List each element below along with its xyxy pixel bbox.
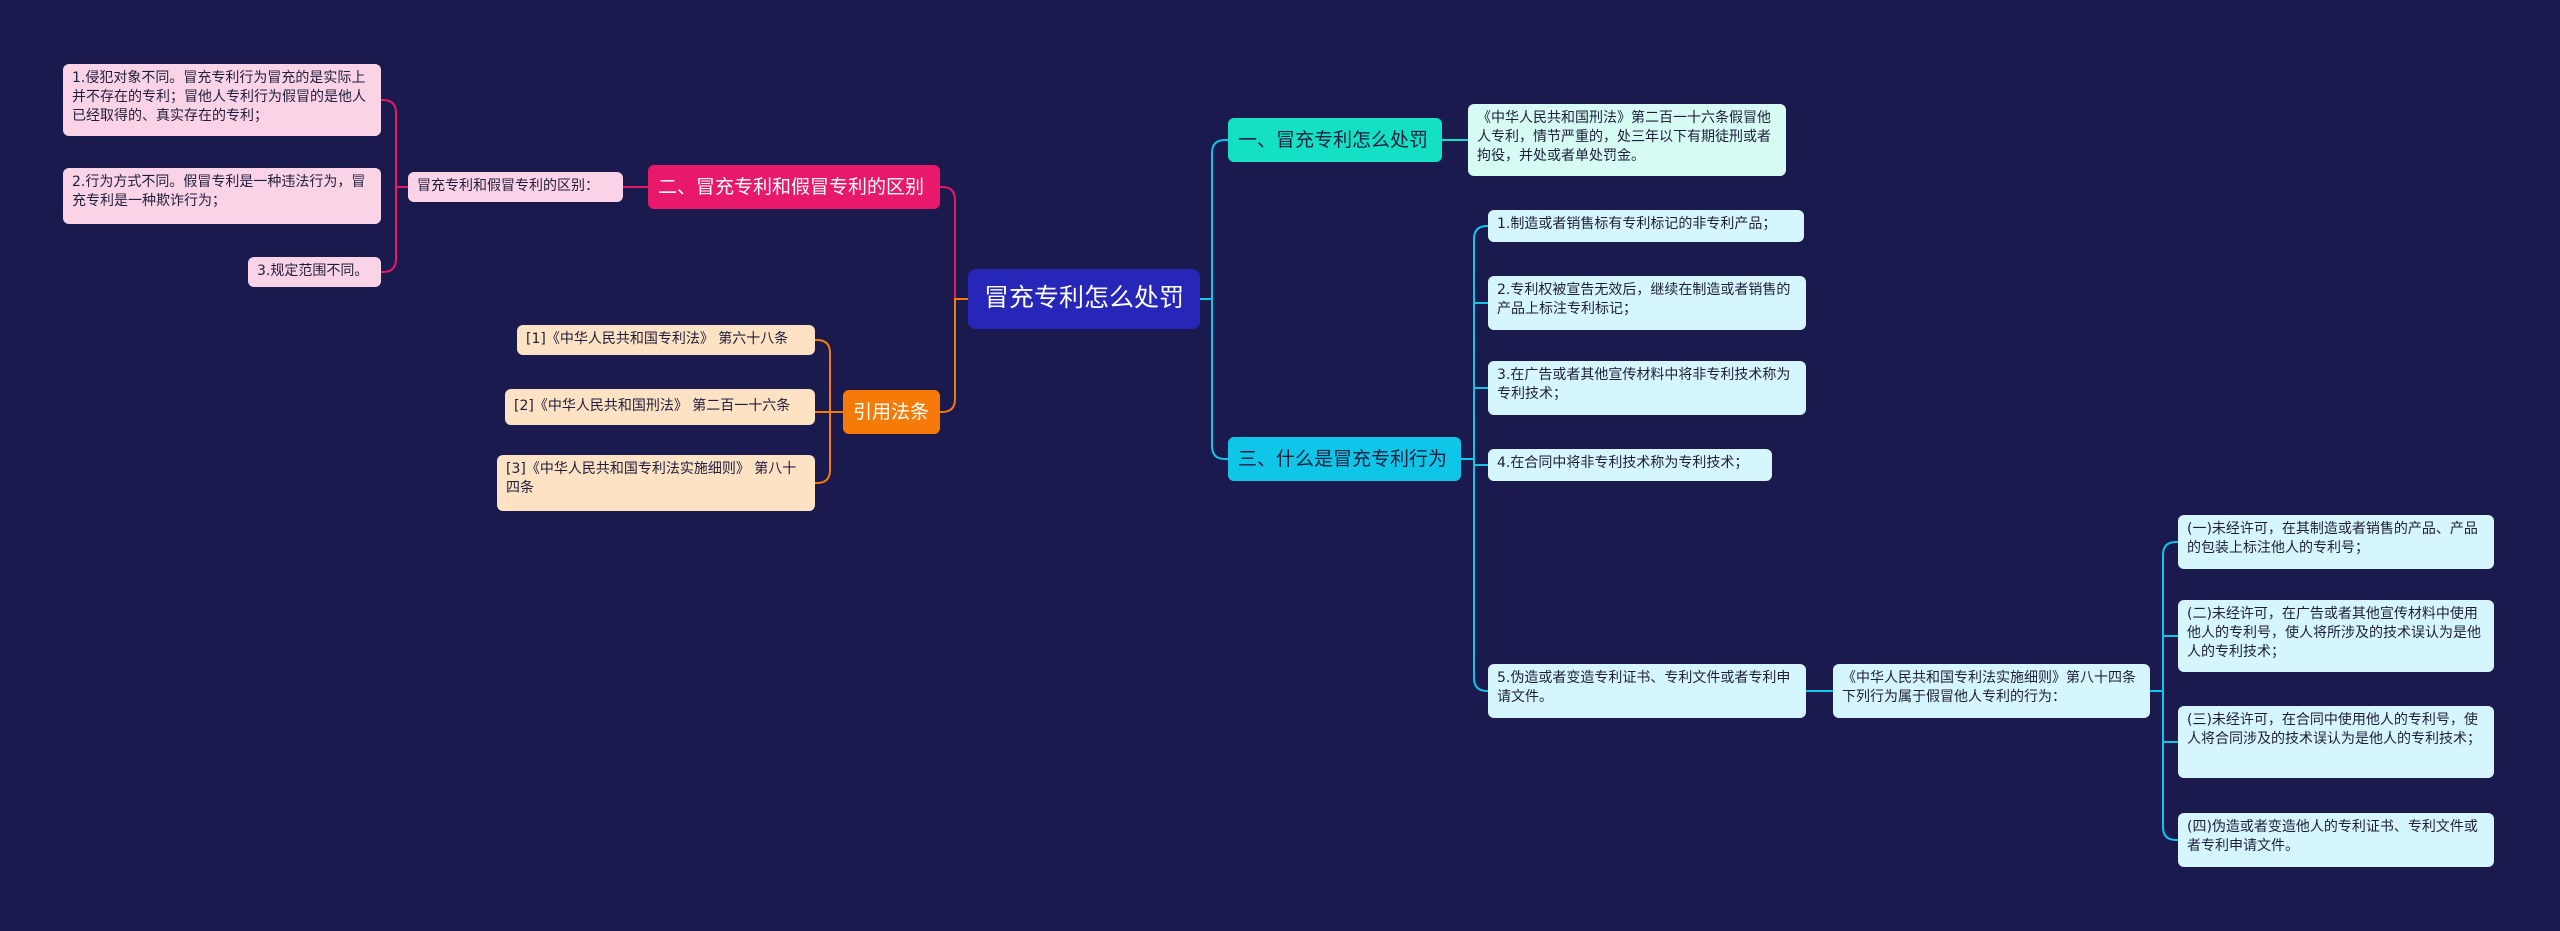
act-item-2[interactable]: 2.专利权被宣告无效后，继续在制造或者销售的产品上标注专利标记； — [1488, 276, 1806, 330]
link-b3-items — [1461, 239, 1475, 678]
link-detail-s1 — [2162, 541, 2178, 556]
link-sub-item2 — [395, 186, 408, 196]
act-item-3[interactable]: 3.在广告或者其他宣传材料中将非专利技术称为专利技术； — [1488, 361, 1806, 415]
link-sub-item1 — [381, 99, 408, 188]
regulation-sub-4[interactable]: (四)伪造或者变造他人的专利证书、专利文件或者专利申请文件。 — [2178, 813, 2494, 867]
law-item-2[interactable]: [2]《中华人民共和国刑法》 第二百一十六条 — [505, 389, 815, 425]
branch-acts[interactable]: 三、什么是冒充专利行为 — [1228, 437, 1461, 481]
regulation-sub-1[interactable]: (一)未经许可，在其制造或者销售的产品、产品的包装上标注他人的专利号； — [2178, 515, 2494, 569]
regulation-sub-2[interactable]: (二)未经许可，在广告或者其他宣传材料中使用他人的专利号，使人将所涉及的技术误认… — [2178, 600, 2494, 672]
penalty-detail[interactable]: 《中华人民共和国刑法》第二百一十六条假冒他人专利，情节严重的，处三年以下有期徒刑… — [1468, 104, 1786, 176]
branch-difference[interactable]: 二、冒充专利和假冒专利的区别 — [648, 165, 940, 209]
link-b3-i5 — [1473, 677, 1488, 692]
link-law-item1 — [815, 339, 843, 413]
link-detail-s4 — [2162, 826, 2178, 841]
regulation-sub-3[interactable]: (三)未经许可，在合同中使用他人的专利号，使人将合同涉及的技术误认为是他人的专利… — [2178, 706, 2494, 778]
branch-penalty[interactable]: 一、冒充专利怎么处罚 — [1228, 118, 1442, 162]
link-sub-item3 — [381, 186, 408, 273]
link-detail-subs — [2150, 555, 2164, 827]
root-node[interactable]: 冒充专利怎么处罚 — [968, 269, 1200, 329]
link-root-b3 — [1200, 298, 1228, 460]
act-item-5[interactable]: 5.伪造或者变造专利证书、专利文件或者专利申请文件。 — [1488, 664, 1806, 718]
difference-item-3[interactable]: 3.规定范围不同。 — [248, 257, 381, 287]
link-root-b1 — [1200, 139, 1228, 300]
difference-summary[interactable]: 冒充专利和假冒专利的区别： — [408, 172, 623, 202]
difference-item-2[interactable]: 2.行为方式不同。假冒专利是一种违法行为，冒充专利是一种欺诈行为； — [63, 168, 381, 224]
act-item-1[interactable]: 1.制造或者销售标有专利标记的非专利产品； — [1488, 210, 1804, 242]
link-root-b2 — [940, 186, 968, 300]
difference-item-1[interactable]: 1.侵犯对象不同。冒充专利行为冒充的是实际上并不存在的专利；冒他人专利行为假冒的… — [63, 64, 381, 136]
law-item-3[interactable]: [3]《中华人民共和国专利法实施细则》 第八十四条 — [497, 455, 815, 511]
act-item-4[interactable]: 4.在合同中将非专利技术称为专利技术； — [1488, 449, 1772, 481]
link-law-item3 — [815, 411, 843, 484]
law-item-1[interactable]: [1]《中华人民共和国专利法》 第六十八条 — [517, 325, 815, 355]
link-root-law — [940, 298, 968, 413]
link-b3-i1 — [1473, 225, 1488, 240]
act-item-5-regulation[interactable]: 《中华人民共和国专利法实施细则》第八十四条下列行为属于假冒他人专利的行为： — [1833, 664, 2150, 718]
branch-cited-laws[interactable]: 引用法条 — [843, 390, 940, 434]
